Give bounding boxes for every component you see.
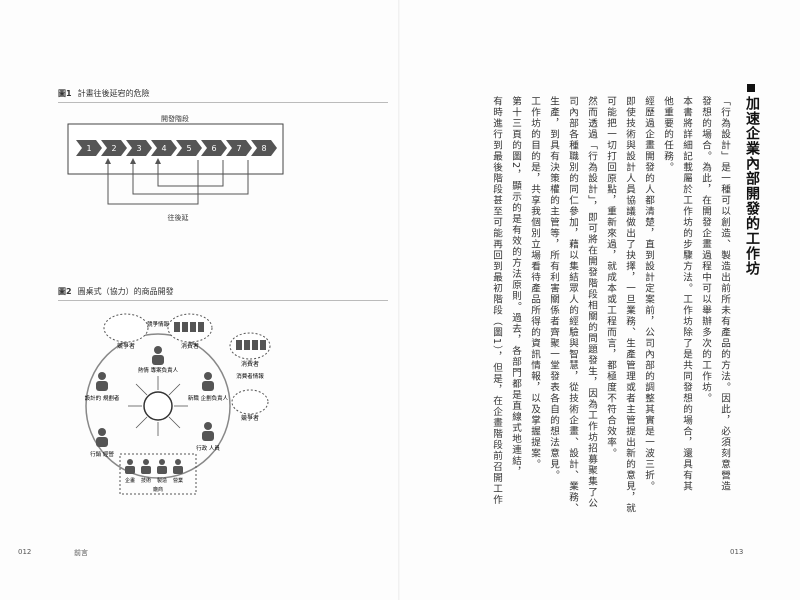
- phase-step-label-6: 6: [211, 144, 216, 153]
- figure-1-diagram: 開發階段 1 2 3 4 5 6 7 8 往後延: [67, 114, 284, 222]
- body-column: 司內部各種職別的同仁參加，藉以集結眾人的經驗與智慧，從技術企畫、設計、業務、: [567, 96, 578, 514]
- figure-2-number: 圖2: [58, 287, 72, 296]
- phase-step-8: [251, 140, 277, 156]
- consumer-group-top: [174, 322, 204, 332]
- development-phase-label: 開發階段: [161, 114, 189, 123]
- section-heading: 加速企業內部開發的工作坊: [744, 96, 760, 276]
- body-column: 「行為設計」是一種可以創造、製造出前所未有產品的方法。因此，必須刻意營造: [719, 96, 730, 492]
- phase-step-5: [176, 140, 202, 156]
- phase-step-label-2: 2: [111, 144, 116, 153]
- left-page: 圖1 計畫往後延宕的危險 開發階段 1 2 3 4 5 6 7 8 往後延 圖2 圓桌式（協力）的…: [18, 88, 388, 557]
- phase-step-label-5: 5: [186, 144, 191, 153]
- phase-step-2: [101, 140, 127, 156]
- competitor-cloud-right: [231, 389, 269, 415]
- left-folio-section: 前言: [74, 549, 88, 557]
- consumer-info-label: 消費者情報: [236, 372, 264, 380]
- figure-2-title: 圓桌式（協力）的商品開發: [77, 287, 174, 296]
- phase-step-1: [76, 140, 102, 156]
- people-icons: [96, 346, 214, 447]
- marketing-label: 行銷 經營: [90, 450, 114, 458]
- bottom-group-box: [119, 453, 197, 495]
- figure-1-number: 圖1: [58, 89, 72, 98]
- bottom-group-people: [125, 459, 183, 474]
- figure-2-caption: 圖2 圓桌式（協力）的商品開發: [58, 286, 174, 297]
- center-arrows: [128, 376, 188, 436]
- body-column: 發想的場合。為此，在開發企畫過程中可以舉辦多次的工作坊。: [700, 96, 711, 404]
- phase-step-7: [226, 140, 252, 156]
- body-column: 有時進行到最後階段甚至可能再回到最初階段（圖1），但是，在企畫階段前召開工作: [491, 96, 502, 506]
- caption-rule: [58, 102, 388, 103]
- figure-2-diagram: 競爭者 競爭情報 消費者 消費者 消費者情報 競爭者 熱情 專案負責人 設計的 …: [85, 313, 271, 495]
- designer-label: 設計的 規劃者: [85, 394, 120, 402]
- right-page: 加速企業內部開發的工作坊 「行為設計」是一種可以創造、製造出前所未有產品的方法。…: [400, 0, 800, 600]
- competitor-cloud-top: [103, 313, 149, 343]
- arrowhead-2: [130, 158, 136, 164]
- bottom-label-3: 製造: [157, 477, 167, 484]
- bottom-sub-label: 廠商: [153, 486, 163, 493]
- figure-1-title: 計畫往後延宕的危險: [77, 89, 150, 98]
- phase-step-label-7: 7: [236, 144, 241, 153]
- phase-step-label-3: 3: [136, 144, 141, 153]
- caption-rule: [58, 300, 388, 301]
- bottom-label-4: 營業: [173, 477, 183, 484]
- body-column: 經歷過企畫開發的人都清楚，直到設計定案前，公司內部的調整其實是一波三折。: [643, 96, 654, 492]
- delay-label: 往後延: [168, 213, 189, 222]
- body-column: 然而透過「行為設計」，即可將在開發階段相關的問題發生，因為工作坊招募聚集了公: [586, 96, 597, 510]
- competitor-label-top: 競爭者: [117, 342, 135, 350]
- consumer-group-right: [236, 340, 266, 350]
- heading-marker: [747, 84, 755, 92]
- admin-label: 行政 人員: [196, 444, 220, 452]
- phase-step-label-1: 1: [86, 144, 91, 153]
- phase-step-4: [151, 140, 177, 156]
- figure-1-caption: 圖1 計畫往後延宕的危險: [58, 88, 150, 99]
- product-head-label: 新職 企劃負責人: [188, 394, 229, 402]
- bottom-label-1: 企畫: [125, 477, 135, 484]
- phase-arrows: 1 2 3 4 5 6 7 8: [76, 140, 277, 156]
- phase-step-6: [201, 140, 227, 156]
- competitive-info-label: 競爭情報: [147, 320, 170, 328]
- delay-loop-1: [107, 160, 199, 205]
- right-folio-number: 013: [730, 548, 744, 556]
- delay-loop-3: [157, 160, 224, 187]
- bottom-label-2: 技術: [141, 477, 151, 484]
- body-column: 第十三頁的圖2，顯示的是有效的方法原則。過去，各部門都是直線式地連結，: [510, 96, 521, 478]
- phase-step-label-8: 8: [261, 144, 266, 153]
- phase-step-3: [126, 140, 152, 156]
- body-column: 工作坊的目的是，共享我個別立場看待產品所得的資訊情報，以及掌握提案。: [529, 96, 540, 470]
- consumer-label-right: 消費者: [241, 360, 259, 368]
- consumer-label-top: 消費者: [181, 342, 199, 350]
- promoter-label: 熱情 專案負責人: [138, 366, 179, 374]
- arrowhead-1: [105, 158, 111, 164]
- left-folio-number: 012: [18, 548, 32, 556]
- round-table-circle: [85, 333, 231, 479]
- body-column: 即使技術與設計人員協議做出了抉擇，一旦業務、生產管理或者主管提出新的意見，就: [624, 96, 635, 514]
- phase-step-label-4: 4: [161, 144, 166, 153]
- body-column: 可能把一切打回原點，重新來過，就成本或工程而言，都極度不符合效率。: [605, 96, 616, 459]
- competitor-label-right: 競爭者: [241, 414, 259, 422]
- arrowhead-3: [155, 158, 161, 164]
- delay-loop-2: [132, 160, 249, 195]
- center-table: [143, 391, 173, 421]
- body-column: 他重要的任務。: [662, 96, 673, 173]
- body-column: 本書將詳細記載屬於工作坊的步驟方法。工作坊除了是共同發想的場合，還具有其: [681, 96, 692, 492]
- body-column: 生產，到具有決策權的主管等，所有利害關係者齊聚一堂發表各自的想法意見。: [548, 96, 559, 481]
